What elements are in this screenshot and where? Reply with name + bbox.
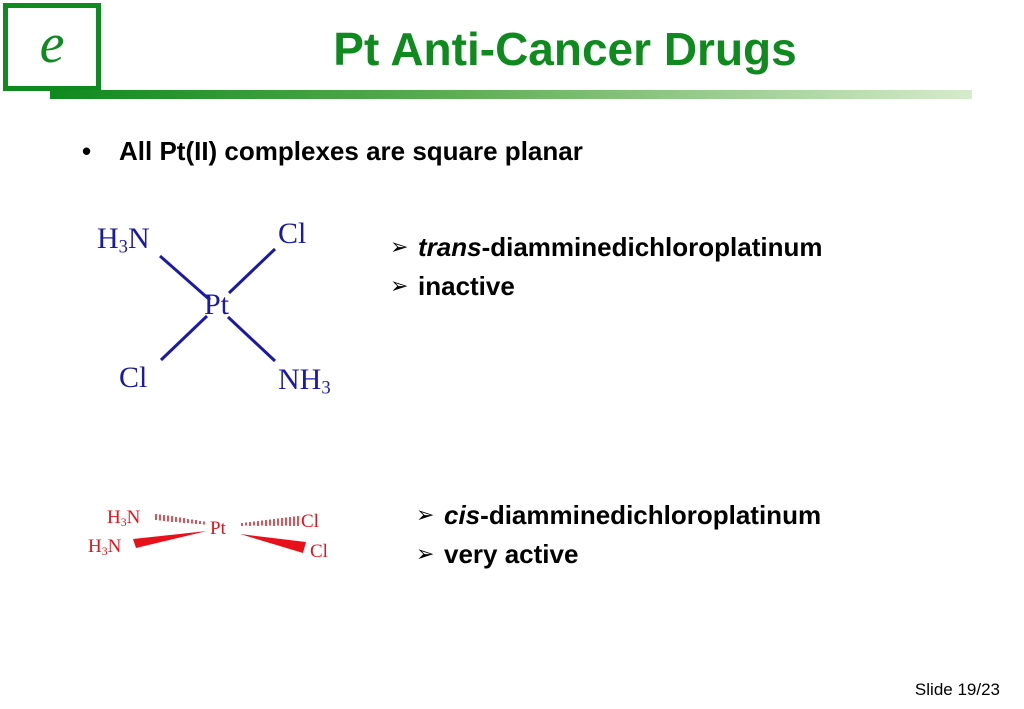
arrow-bullet-icon: ➢: [390, 274, 409, 299]
hash-bond-upper-right: [241, 516, 299, 526]
logo: e: [3, 3, 101, 91]
trans-center-atom: Pt: [204, 288, 230, 321]
trans-prefix: trans: [418, 232, 482, 262]
bond-bottom-right: [226, 315, 277, 363]
cis-name-line: ➢ cis-diamminedichloroplatinum: [416, 496, 821, 535]
trans-name-rest: -diamminedichloroplatinum: [481, 232, 823, 262]
slide-number: Slide 19/23: [914, 680, 1000, 699]
bullet-text: All Pt(II) complexes are square planar: [119, 136, 583, 166]
trans-ligand-top-right: Cl: [278, 217, 307, 250]
bullet-item: • All Pt(II) complexes are square planar: [82, 136, 583, 167]
wedge-bond-lower-left: [133, 531, 207, 548]
bond-top-left: [159, 254, 211, 302]
trans-info: ➢ trans-diamminedichloroplatinum ➢ inact…: [390, 228, 823, 306]
bullet-dot: •: [82, 136, 92, 166]
trans-ligand-bottom-left: Cl: [119, 361, 148, 394]
bond-top-right: [227, 247, 277, 295]
slide-title: Pt Anti-Cancer Drugs: [333, 23, 797, 75]
hash-bond-upper-left: [155, 514, 205, 525]
arrow-bullet-icon: ➢: [416, 503, 435, 528]
cis-activity: very active: [444, 539, 579, 569]
wedge-bond-lower-right: [240, 534, 306, 553]
cis-info: ➢ cis-diamminedichloroplatinum ➢ very ac…: [416, 496, 821, 574]
cis-ligand-lower-left: H3N: [88, 536, 122, 558]
cis-ligand-upper-left: H3N: [107, 507, 141, 529]
cis-ligand-upper-right: Cl: [301, 511, 319, 532]
title-underline: [50, 90, 972, 99]
cis-prefix: cis: [444, 500, 481, 530]
trans-name-line: ➢ trans-diamminedichloroplatinum: [390, 228, 823, 267]
cis-name-rest: -diamminedichloroplatinum: [480, 500, 822, 530]
trans-ligand-top-left: H3N: [97, 222, 150, 258]
arrow-bullet-icon: ➢: [416, 542, 435, 567]
cis-ligand-lower-right: Cl: [310, 541, 328, 562]
arrow-bullet-icon: ➢: [390, 235, 409, 260]
cis-center-atom: Pt: [210, 518, 226, 539]
trans-ligand-bottom-right: NH3: [278, 363, 331, 399]
bond-bottom-left: [159, 314, 209, 362]
logo-letter: e: [39, 13, 65, 75]
cis-activity-line: ➢ very active: [416, 535, 821, 574]
trans-activity-line: ➢ inactive: [390, 267, 823, 306]
trans-activity: inactive: [418, 271, 515, 301]
